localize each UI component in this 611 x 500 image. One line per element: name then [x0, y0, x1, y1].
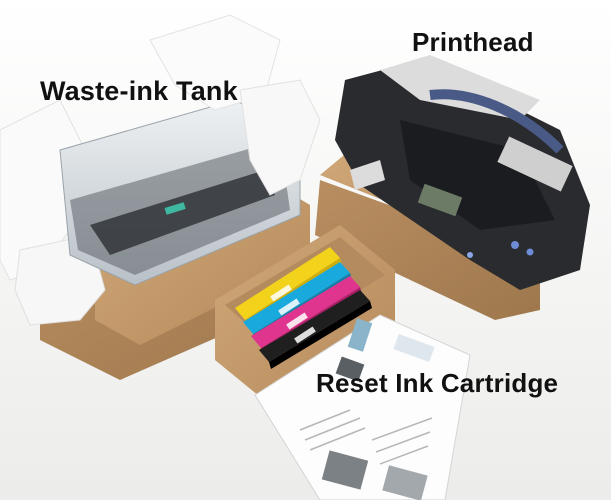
cartridge-black	[259, 290, 372, 369]
printhead-box	[315, 55, 590, 320]
waste-ink-tank-box	[0, 14, 325, 380]
printhead-label: Printhead	[412, 27, 534, 57]
cartridge-box	[215, 225, 395, 405]
waste-ink-tank-label: Waste-ink Tank	[40, 76, 238, 106]
reset-ink-cartridge-label: Reset Ink Cartridge	[316, 368, 559, 398]
instruction-sheet	[254, 314, 471, 500]
